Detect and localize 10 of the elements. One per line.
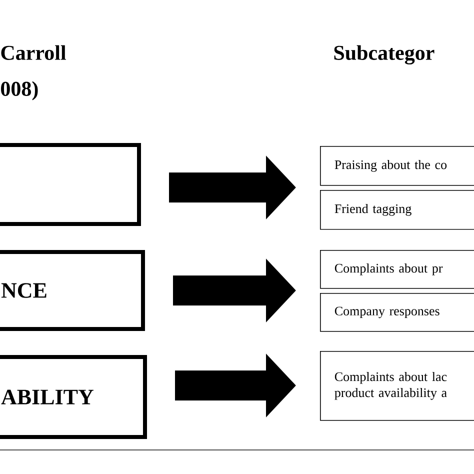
subcategory-box: Friend tagging: [320, 190, 474, 230]
subcategory-box: Company responses: [320, 293, 474, 332]
column-heading: Subcategor: [334, 45, 434, 64]
subcategory-box: Complaints about lac product availability a: [320, 351, 474, 421]
subcategory-box: Praising about the co: [320, 146, 474, 186]
column-heading: Carroll 008): [1, 45, 66, 100]
category-box: [0, 143, 141, 226]
category-box: ABILITY: [0, 355, 147, 439]
category-box: NCE: [0, 250, 145, 331]
subcategory-box: Complaints about pr: [320, 250, 474, 289]
